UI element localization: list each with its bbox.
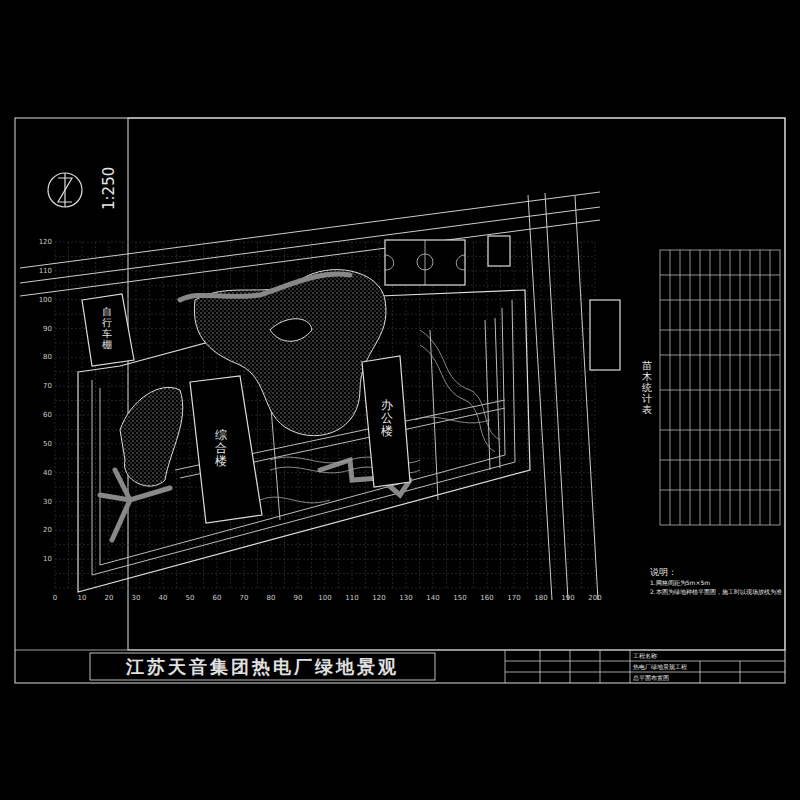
axis-number: 90 [43,325,52,333]
drawing-title: 江苏天音集团热电厂绿地景观 [95,655,430,679]
building-block: 办公楼 [380,398,394,440]
axis-number: 50 [43,440,52,448]
axis-number: 110 [39,267,52,275]
axis-number: 40 [43,469,52,477]
axis-number: 20 [43,526,52,534]
note-heading: 说明： [650,566,677,579]
axis-number: 0 [53,594,57,602]
axis-number: 120 [39,238,52,246]
scale-text: 1:250 [100,167,118,210]
building-name: 办公楼 [380,398,394,440]
axis-number: 80 [267,594,276,602]
building-name: 综合楼 [214,428,228,470]
axis-number: 60 [43,411,52,419]
axis-number: 10 [43,555,52,563]
axis-number: 130 [399,594,412,602]
axis-number: 120 [372,594,385,602]
title-block-cell: 总平面布置图 [633,674,669,683]
axis-number: 70 [43,382,52,390]
axis-number: 100 [318,594,331,602]
title-block-cell: 工程名称 [633,652,657,661]
axis-number: 170 [507,594,520,602]
axis-number: 60 [213,594,222,602]
axis-number: 30 [43,498,52,506]
axis-number: 70 [240,594,249,602]
axis-number: 50 [186,594,195,602]
title-block-cell: 热电厂绿地景观工程 [633,663,687,672]
axis-number: 40 [159,594,168,602]
note-text: 1.网格间距为5m×5m [650,579,710,588]
building-block: 综合楼 [214,428,228,470]
axis-number: 150 [453,594,466,602]
axis-number: 90 [294,594,303,602]
axis-number: 100 [39,296,52,304]
axis-number: 200 [588,594,601,602]
axis-number: 110 [345,594,358,602]
axis-number: 80 [43,353,52,361]
axis-number: 10 [78,594,87,602]
axis-number: 160 [480,594,493,602]
building-name: 自行车棚 [101,305,113,351]
building-block: 自行车棚 [101,305,113,351]
axis-number: 30 [132,594,141,602]
table-heading: 苗木统计表 [642,360,652,415]
axis-number: 190 [561,594,574,602]
axis-number: 180 [534,594,547,602]
axis-number: 20 [105,594,114,602]
axis-number: 140 [426,594,439,602]
note-text: 2.本图为绿地种植平面图，施工时以现场放线为准 [650,588,782,597]
